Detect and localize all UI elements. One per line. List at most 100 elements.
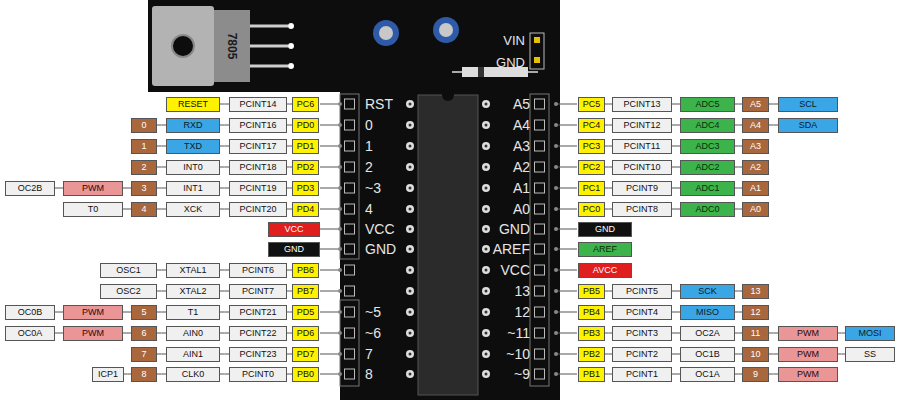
pin-connector — [672, 354, 680, 355]
pin-function-text: PCINT13 — [623, 100, 660, 109]
pin-function-box: PD4 — [292, 202, 319, 217]
board-pin-label: GND — [499, 222, 530, 236]
leader-line — [557, 229, 577, 230]
pin-connector — [605, 104, 612, 105]
chip-pin-hole — [409, 208, 412, 211]
leader-line — [320, 270, 339, 271]
pin-function-text: PCINT8 — [626, 205, 658, 214]
pin-function-text: PCINT18 — [239, 163, 276, 172]
header-pin — [535, 328, 545, 338]
pin-function-text: 2 — [141, 163, 146, 172]
chip-pin-pad — [406, 184, 414, 192]
leader-dot — [338, 165, 342, 169]
leader-line — [320, 188, 339, 189]
pin-function-box: PCINT2 — [612, 347, 672, 362]
header-pin — [345, 349, 355, 359]
header-pin — [345, 244, 355, 254]
pin-function-text: PCINT1 — [626, 370, 658, 379]
pin-function-box: ADC4 — [680, 118, 735, 133]
pin-connector — [672, 374, 680, 375]
pin-function-box: OC2B — [5, 181, 55, 196]
pin-function-text: ICP1 — [98, 370, 118, 379]
board-pin-label: ~11 — [507, 326, 530, 340]
pin-function-text: A0 — [750, 205, 761, 214]
pin-function-text: AVCC — [593, 266, 617, 275]
leader-line — [320, 312, 339, 313]
pin-function-text: PC4 — [583, 121, 601, 130]
chip-pin-pad — [482, 308, 490, 316]
pin-function-box: PCINT20 — [229, 202, 287, 217]
chip-pin-hole — [409, 248, 412, 251]
pin-function-text: PCINT14 — [239, 100, 276, 109]
pin-function-text: PWM — [797, 350, 819, 359]
pin-function-box: PC4 — [578, 118, 605, 133]
pin-connector — [735, 146, 742, 147]
pin-function-box: RXD — [166, 118, 220, 133]
diode — [452, 67, 538, 77]
pin-function-box: 5 — [131, 305, 157, 320]
pin-function-text: PB6 — [297, 266, 314, 275]
pin-function-text: ADC3 — [695, 142, 719, 151]
pin-function-box: PWM — [63, 305, 123, 320]
header-pin — [535, 307, 545, 317]
header-pin — [535, 286, 545, 296]
pin-function-text: PD2 — [297, 163, 315, 172]
board-pin-label: VCC — [365, 222, 395, 236]
leader-line — [320, 104, 339, 105]
leader-line — [557, 209, 577, 210]
pin-function-box: 10 — [742, 347, 769, 362]
chip-pin-hole — [485, 332, 488, 335]
pin-function-text: PB4 — [583, 308, 600, 317]
pin-function-text: PCINT2 — [626, 350, 658, 359]
header-pin — [345, 120, 355, 130]
pin-function-text: 8 — [141, 370, 146, 379]
pin-function-text: PC3 — [583, 142, 601, 151]
pin-connector — [672, 209, 680, 210]
board-pin-label: 0 — [365, 118, 373, 132]
board-pin-label: RST — [365, 97, 393, 111]
chip-pin-hole — [409, 103, 412, 106]
chip-pin-pad — [482, 121, 490, 129]
pin-function-text: PC0 — [583, 205, 601, 214]
chip-pin-hole — [485, 353, 488, 356]
header-pin — [535, 224, 545, 234]
chip-pin-pad — [482, 225, 490, 233]
header-pin — [535, 369, 545, 379]
pin-connector — [220, 374, 229, 375]
pin-function-box: PCINT5 — [612, 284, 672, 299]
regulator-marking: 7805 — [226, 33, 238, 60]
leader-line — [557, 374, 577, 375]
chip-pin-pad — [482, 287, 490, 295]
board-pin-label: 2 — [365, 160, 373, 174]
pin-function-text: OC1B — [695, 350, 720, 359]
pin-connector — [220, 104, 229, 105]
pin-connector — [220, 291, 229, 292]
pin-function-box: PB2 — [578, 347, 605, 362]
pin-connector — [123, 209, 131, 210]
leader-dot — [554, 247, 558, 251]
chip-pin-hole — [485, 208, 488, 211]
pin-function-text: PWM — [797, 370, 819, 379]
header-pin — [345, 286, 355, 296]
pin-function-text: ADC0 — [695, 205, 719, 214]
chip-pin-hole — [409, 124, 412, 127]
pin-function-box: A3 — [742, 139, 769, 154]
pin-function-box: AIN0 — [166, 326, 220, 341]
pin-function-text: SS — [864, 350, 876, 359]
pin-connector — [220, 270, 229, 271]
pin-connector — [157, 209, 166, 210]
pin-function-text: TXD — [184, 142, 202, 151]
chip-pin-hole — [409, 311, 412, 314]
leader-dot — [554, 352, 558, 356]
pin-function-box: PCINT9 — [612, 181, 672, 196]
chip-pin-hole — [409, 269, 412, 272]
pin-function-box: ADC5 — [680, 97, 735, 112]
header-pin — [535, 265, 545, 275]
pin-function-text: 1 — [141, 142, 146, 151]
board-pin-label: VIN — [503, 34, 525, 47]
pin-function-box: T0 — [63, 202, 123, 217]
pin-function-text: SCK — [698, 287, 717, 296]
pin-connector — [605, 188, 612, 189]
pin-function-box: OSC1 — [100, 263, 157, 278]
pin-function-box: PC0 — [578, 202, 605, 217]
